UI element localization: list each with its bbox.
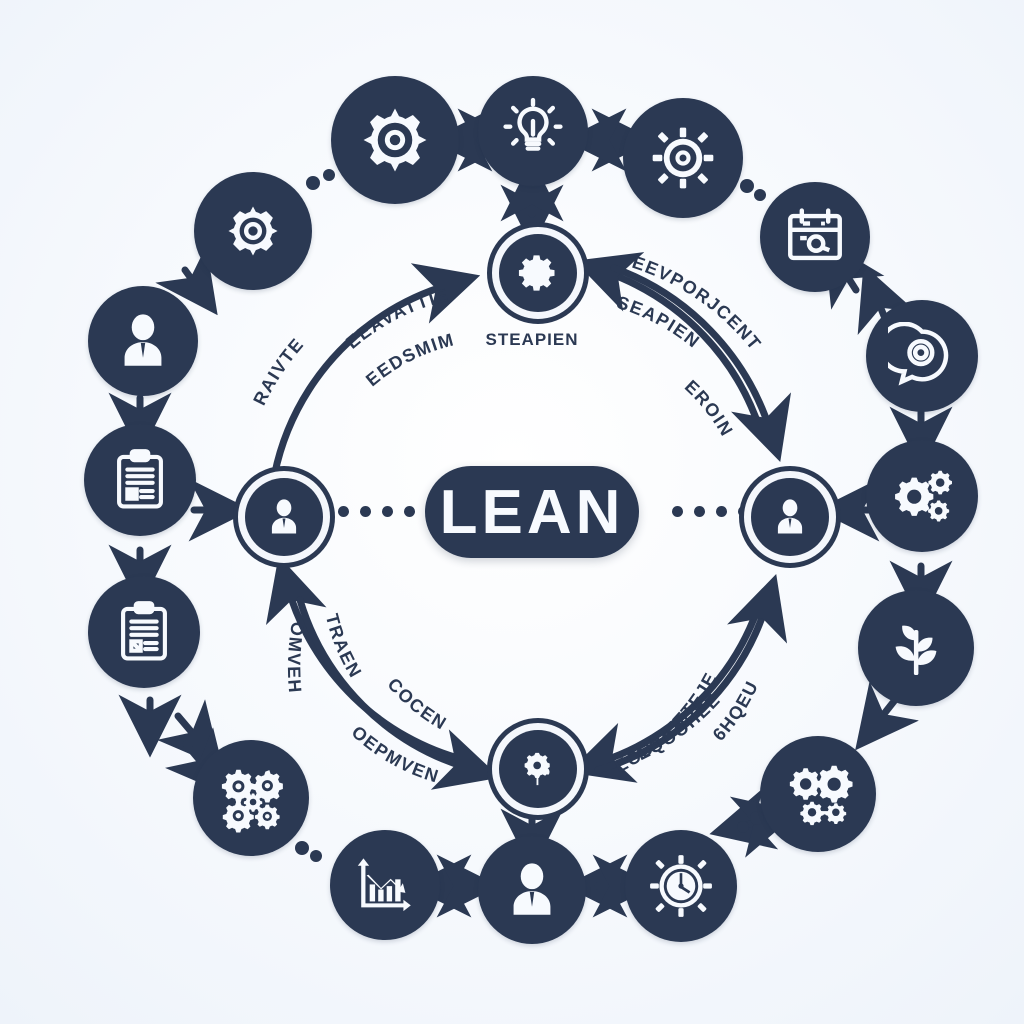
person-icon: [110, 308, 176, 374]
outer-node-gear-upper-left[interactable]: [194, 172, 312, 290]
outer-node-gears-right[interactable]: [866, 440, 978, 552]
outer-node-clipboard-upper[interactable]: [84, 424, 196, 536]
outer-node-gears-network[interactable]: [760, 736, 876, 852]
curve-label-bl-outer: OMVEH: [284, 620, 308, 694]
plant-icon: [880, 612, 952, 684]
gear-cog-icon: [648, 123, 718, 193]
clipboard-icon: [111, 599, 177, 665]
connector-dots-left: [338, 506, 415, 517]
dot: [672, 506, 683, 517]
outer-node-gear-top-left[interactable]: [331, 76, 459, 204]
arc-top-right-2: [610, 264, 792, 462]
outer-node-clipboard-lower[interactable]: [88, 576, 200, 688]
dot: [338, 506, 349, 517]
gears-cluster-icon: [888, 462, 956, 530]
gears-cluster-icon: [215, 762, 287, 834]
gears-network-icon: [782, 758, 854, 830]
arc-bottom-right-2: [594, 573, 788, 774]
outer-node-plant[interactable]: [858, 590, 974, 706]
dot: [382, 506, 393, 517]
hub-node-top[interactable]: [487, 222, 589, 324]
outer-node-chart[interactable]: [330, 830, 440, 940]
calendar-icon: [782, 204, 848, 270]
outer-node-person-left[interactable]: [88, 286, 198, 396]
outer-node-search-bubble[interactable]: [866, 300, 978, 412]
hub-node-bottom[interactable]: [487, 718, 589, 820]
person-icon: [768, 495, 812, 539]
hub-top-caption: STEAPIEN: [485, 330, 579, 349]
outer-node-gears-bottom-left[interactable]: [193, 740, 309, 856]
center-label-text: LEAN: [439, 477, 625, 547]
person-icon: [499, 857, 565, 923]
gear-icon: [358, 103, 432, 177]
lightbulb-icon: [498, 96, 568, 166]
gear-leaf-icon: [516, 747, 560, 791]
hub-bottom-inner: [499, 730, 577, 808]
center-label-pill: LEAN: [425, 466, 639, 558]
dot: [694, 506, 705, 517]
outer-node-person-bottom[interactable]: [478, 836, 586, 944]
hub-node-right[interactable]: [739, 466, 841, 568]
search-bubble-icon: [888, 322, 956, 390]
outer-node-clock[interactable]: [625, 830, 737, 942]
outer-node-calendar[interactable]: [760, 182, 870, 292]
person-icon: [262, 495, 306, 539]
dot: [716, 506, 727, 517]
gear-icon: [222, 200, 284, 262]
bar-chart-icon: [351, 851, 419, 919]
dot: [360, 506, 371, 517]
outer-node-cog-top-right[interactable]: [623, 98, 743, 218]
dot: [404, 506, 415, 517]
clock-gear-icon: [646, 851, 716, 921]
clipboard-icon: [107, 447, 173, 513]
hub-node-left[interactable]: [233, 466, 335, 568]
outer-node-lightbulb[interactable]: [478, 76, 588, 186]
hub-right-inner: [751, 478, 829, 556]
arc-bottom-left-2: [296, 596, 501, 790]
hub-left-inner: [245, 478, 323, 556]
gear-icon: [516, 251, 560, 295]
hub-top-inner: [499, 234, 577, 312]
